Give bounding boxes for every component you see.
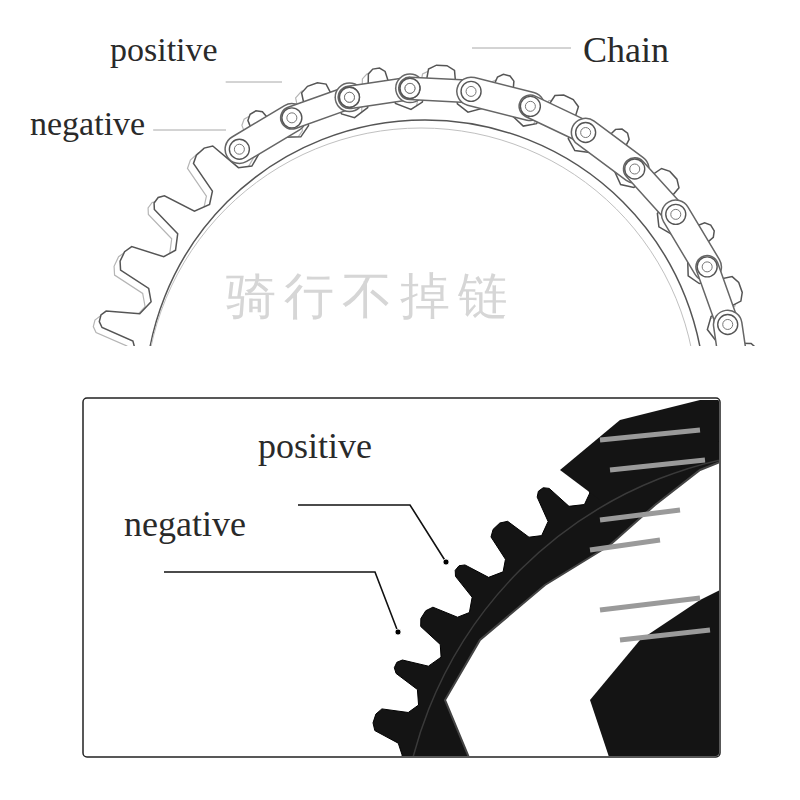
chain-roller [520,96,540,116]
chain-pin [671,209,681,219]
reflection-stripe [600,430,700,440]
chain-pin [405,83,415,93]
reflection-stripe [620,630,710,640]
part-label: negative [30,104,145,143]
part-label: negative [124,504,246,545]
reflection-stripe [600,510,680,520]
leader-line [164,572,398,632]
ring-cutout [445,462,719,756]
reflection-stripe [610,460,705,470]
ring-inner-shadow [145,128,697,346]
chainring-sketch [84,65,760,346]
chain-pin [234,144,244,154]
chain-pin [287,113,297,123]
chain-pin [525,101,535,111]
chain-roller [229,139,249,159]
spider-top [560,400,719,500]
chain-roller [400,78,420,98]
chain-pin [344,92,354,102]
chain-pin [466,86,476,96]
chain-roller [461,81,481,101]
chain-roller [697,257,717,277]
leader-line [226,82,282,83]
leader-line [153,130,226,131]
chain-roller [718,314,738,334]
chain-roller [400,78,420,98]
leader-line [472,48,571,49]
chain-roller [576,123,596,143]
leader-dot [395,629,401,635]
leader-line [298,505,446,562]
chain-roller [666,204,686,224]
leader-lines [153,48,571,635]
reflection-stripe [590,540,660,550]
chain-pin [702,262,712,272]
reflection-stripe [600,598,700,610]
tooth-outline [90,65,760,346]
chainring-photo [353,400,719,756]
part-label: Chain [583,30,669,71]
chain-pin [630,164,640,174]
chain-roller [339,87,359,107]
part-label: positive [110,30,218,69]
chain-roller [625,159,645,179]
watermark: 骑行不掉链 [226,268,516,326]
part-label: positive [258,426,372,467]
chain-pin [405,83,415,93]
chain-pin [723,319,733,329]
spider-arm [590,590,719,756]
chain-roller [339,87,359,107]
ring-bevel [400,450,719,756]
chain-pin [581,128,591,138]
chain-pin [344,92,354,102]
leader-dot [443,559,449,565]
chain-roller [282,108,302,128]
